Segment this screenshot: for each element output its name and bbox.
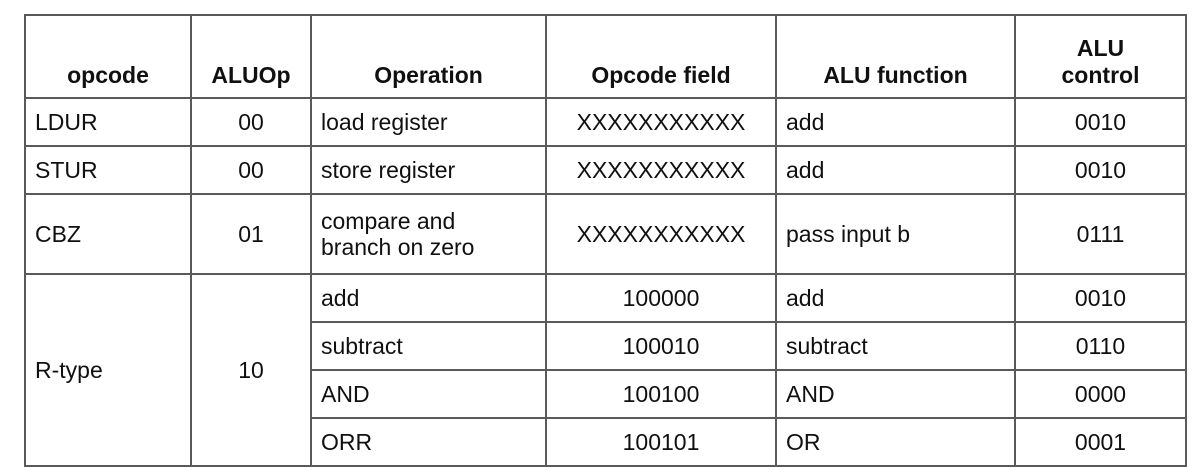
table-row: STUR 00 store register XXXXXXXXXXX add 0… (24, 145, 1187, 195)
column-header-operation: Operation (310, 14, 547, 99)
cell-opcode: LDUR (24, 97, 192, 147)
cell-alu-function: add (775, 97, 1016, 147)
cell-alu-control: 0110 (1014, 321, 1187, 371)
table-row: LDUR 00 load register XXXXXXXXXXX add 00… (24, 97, 1187, 147)
cell-alu-control: 0000 (1014, 369, 1187, 419)
cell-alu-control: 0010 (1014, 273, 1187, 323)
cell-aluop: 10 (190, 273, 312, 467)
cell-alu-function: add (775, 273, 1016, 323)
column-header-aluop: ALUOp (190, 14, 312, 99)
column-header-opcode-field: Opcode field (545, 14, 777, 99)
header-row: opcode ALUOp Operation Opcode field ALU … (24, 14, 1187, 99)
cell-operation: add (310, 273, 547, 323)
cell-opcode-field: 100000 (545, 273, 777, 323)
cell-operation: AND (310, 369, 547, 419)
cell-alu-control: 0111 (1014, 193, 1187, 275)
cell-opcode-field: XXXXXXXXXXX (545, 193, 777, 275)
cell-opcode-field: 100100 (545, 369, 777, 419)
cell-operation: ORR (310, 417, 547, 467)
cell-opcode-field: XXXXXXXXXXX (545, 145, 777, 195)
table-row: subtract 100010 subtract 0110 (25, 321, 1187, 371)
table-row: CBZ 01 compare and branch on zero XXXXXX… (24, 193, 1187, 275)
cell-aluop: 00 (190, 145, 312, 195)
cell-operation-line1: compare and (321, 207, 456, 234)
cell-alu-control: 0010 (1014, 145, 1187, 195)
cell-opcode: CBZ (24, 193, 192, 275)
cell-operation: subtract (310, 321, 547, 371)
cell-opcode-field: XXXXXXXXXXX (545, 97, 777, 147)
table-body: LDUR 00 load register XXXXXXXXXXX add 00… (24, 97, 1187, 467)
cell-operation: compare and branch on zero (310, 193, 547, 275)
cell-operation-line2: branch on zero (321, 234, 475, 260)
cell-alu-function: pass input b (775, 193, 1016, 275)
column-header-alu-control-line2: control (1061, 61, 1140, 88)
cell-opcode: STUR (24, 145, 192, 195)
cell-aluop: 01 (190, 193, 312, 275)
cell-aluop: 00 (190, 97, 312, 147)
cell-alu-function: subtract (775, 321, 1016, 371)
column-header-opcode: opcode (24, 14, 192, 99)
cell-alu-control: 0001 (1014, 417, 1187, 467)
cell-opcode-field: 100010 (545, 321, 777, 371)
cell-alu-control: 0010 (1014, 97, 1187, 147)
column-header-alu-control-line1: ALU (1076, 35, 1125, 62)
alu-control-truth-table: opcode ALUOp Operation Opcode field ALU … (24, 14, 1187, 467)
cell-operation: store register (310, 145, 547, 195)
cell-opcode-field: 100101 (545, 417, 777, 467)
table-row: AND 100100 AND 0000 (25, 369, 1187, 419)
cell-alu-function: add (775, 145, 1016, 195)
alu-control-table-container: opcode ALUOp Operation Opcode field ALU … (24, 14, 1187, 467)
table-header: opcode ALUOp Operation Opcode field ALU … (24, 14, 1187, 99)
cell-alu-function: OR (775, 417, 1016, 467)
cell-operation: load register (310, 97, 547, 147)
column-header-alu-control: ALU control (1014, 14, 1187, 99)
cell-alu-function: AND (775, 369, 1016, 419)
column-header-alu-function: ALU function (775, 14, 1016, 99)
table-row: R-type 10 add 100000 add 0010 (24, 273, 1187, 467)
cell-opcode: R-type (24, 273, 192, 467)
